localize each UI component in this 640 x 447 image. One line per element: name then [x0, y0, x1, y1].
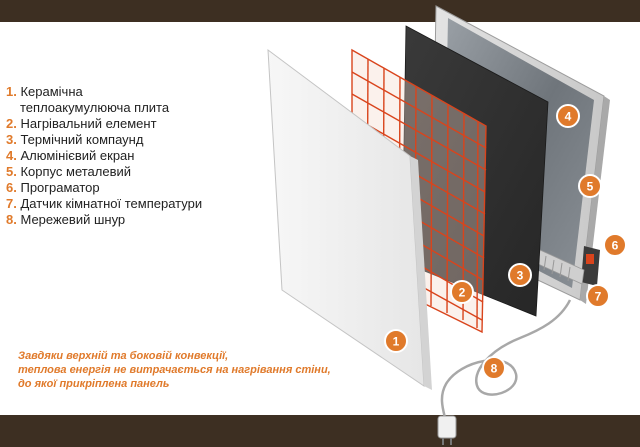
- component-legend: 1. Керамічна теплоакумулююча плита 2. На…: [6, 84, 202, 228]
- svg-text:1: 1: [393, 335, 400, 349]
- badge-2: 2: [450, 280, 474, 304]
- caption-line-3: до якої прикріплена панель: [18, 378, 170, 390]
- legend-item-1: 1. Керамічна: [6, 84, 83, 99]
- caption-line-1: Завдяки верхній та боковій конвекції,: [18, 350, 229, 362]
- badge-5: 5: [578, 174, 602, 198]
- caption-line-2: теплова енергія не витрачається на нагрі…: [18, 364, 331, 376]
- svg-text:7: 7: [595, 290, 602, 304]
- badge-6: 6: [603, 233, 627, 257]
- convection-caption: Завдяки верхній та боковій конвекції, те…: [18, 349, 358, 391]
- badge-3: 3: [508, 263, 532, 287]
- svg-text:8: 8: [491, 362, 498, 376]
- svg-text:3: 3: [517, 269, 524, 283]
- legend-item-4: 4. Алюмінієвий екран: [6, 148, 135, 163]
- power-plug: [437, 415, 457, 445]
- legend-item-1-continued: теплоакумулююча плита: [20, 100, 170, 115]
- legend-item-7: 7. Датчик кімнатної температури: [6, 196, 203, 211]
- badge-4: 4: [556, 104, 580, 128]
- svg-text:5: 5: [587, 180, 594, 194]
- svg-text:6: 6: [612, 239, 619, 253]
- power-cord: [440, 299, 572, 423]
- legend-item-6: 6. Програматор: [6, 180, 100, 195]
- bottom-bar: [0, 415, 640, 447]
- svg-text:4: 4: [565, 110, 572, 124]
- badge-7: 7: [586, 284, 610, 308]
- badge-1: 1: [384, 329, 408, 353]
- programmer-unit: [581, 246, 600, 286]
- legend-item-2: 2. Нагрівальний елемент: [6, 116, 157, 131]
- legend-item-3: 3. Термічний компаунд: [6, 132, 144, 147]
- ceramic-plate: [267, 48, 432, 390]
- badge-8: 8: [482, 356, 506, 380]
- svg-text:2: 2: [459, 286, 466, 300]
- legend-item-5: 5. Корпус металевий: [6, 164, 132, 179]
- top-bar: [0, 0, 640, 22]
- legend-item-8: 8. Мережевий шнур: [6, 212, 126, 227]
